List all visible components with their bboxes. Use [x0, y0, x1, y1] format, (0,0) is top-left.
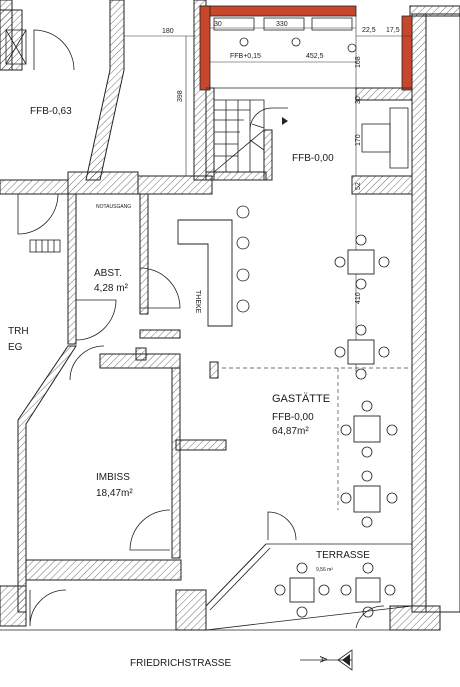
wall-bottom-left: [0, 585, 27, 627]
label-gastaette-area: 64,87m²: [272, 426, 309, 437]
section-marker-label: A: [317, 656, 328, 663]
label-eg: EG: [8, 342, 23, 353]
new-wall: [199, 5, 413, 91]
dimensions: 180 398 30 330 FFB+0,15 452,5 168 22,5 1…: [124, 16, 412, 372]
section-marker: A: [300, 649, 353, 671]
label-abst-area: 4,28 m²: [94, 283, 129, 294]
table-4: [353, 485, 381, 513]
wall-terrasse-bottom: [175, 589, 207, 631]
dashed-lines: [222, 367, 412, 510]
table-2: [347, 339, 375, 365]
wall-bottom-right-stub: [389, 605, 441, 631]
fixtures: [5, 17, 409, 618]
label-terrasse-area: 9,56 m²: [316, 567, 333, 573]
stair-arrow: [282, 117, 288, 125]
wall-small-1: [209, 361, 219, 379]
dim-30-top: 30: [214, 21, 222, 28]
wall-right-edge: [425, 13, 460, 613]
dim-30-side: 30: [355, 96, 362, 104]
dim-170: 170: [355, 134, 362, 146]
wall-right-outer: [411, 13, 427, 613]
label-theke: THEKE: [194, 290, 201, 314]
dim-175: 17,5: [386, 27, 400, 34]
label-imbiss: IMBISS: [96, 472, 130, 483]
wall-horizontal-middle: [0, 179, 69, 195]
dim-225: 22,5: [362, 27, 376, 34]
dim-52: 52: [355, 182, 362, 190]
dim-168: 168: [355, 56, 362, 68]
label-imbiss-area: 18,47m²: [96, 488, 133, 499]
dim-410: 410: [355, 292, 362, 304]
wall-abst-right: [139, 193, 149, 315]
red-wall-right: [401, 15, 413, 91]
table-terrasse-1: [289, 577, 315, 603]
wall-right-corner-top: [409, 5, 460, 17]
dim-ffb-015: FFB+0,15: [230, 53, 261, 60]
red-wall-top: [199, 5, 357, 17]
wall-gastaette-pier: [175, 439, 227, 451]
label-ffb-top-left: FFB-0,63: [30, 106, 72, 117]
wall-horizontal-right: [351, 175, 413, 195]
table-terrasse-2: [355, 577, 381, 603]
table-3: [353, 415, 381, 443]
label-gastaette: GASTÄTTE: [272, 393, 330, 405]
labels: FFB-0,63 NOTAUSGANG ABST. 4,28 m² TRH EG…: [8, 106, 370, 669]
wall-horizontal-middle-3: [137, 175, 213, 195]
wall-abst-bottom: [139, 329, 181, 339]
wall-top-left-column: [0, 9, 23, 71]
staircase: [213, 99, 288, 173]
wall-horizontal-middle-2: [67, 171, 139, 195]
wall-diagonal-left: [85, 0, 125, 181]
label-street: FRIEDRICHSTRASSE: [130, 658, 231, 669]
theke-counter: [177, 219, 233, 327]
wall-stair-bottom: [205, 171, 267, 181]
dim-4525: 452,5: [306, 53, 324, 60]
label-gastaette-ffb: FFB-0,00: [272, 412, 314, 423]
walls: [0, 0, 460, 631]
label-abst-name: ABST.: [94, 268, 122, 279]
label-terrasse: TERRASSE: [316, 550, 370, 561]
wall-abst-left: [67, 193, 77, 345]
red-wall-left: [199, 5, 211, 91]
label-trh: TRH: [8, 326, 29, 337]
doors: [17, 29, 385, 629]
table-1: [347, 249, 375, 275]
label-ffb-stair: FFB-0,00: [292, 153, 334, 164]
wall-small-2: [135, 347, 147, 361]
wall-imbiss-right: [171, 367, 181, 559]
terrasse-boundary: [0, 543, 413, 631]
wall-stair-right: [263, 129, 273, 181]
dim-330: 330: [276, 21, 288, 28]
dim-398: 398: [177, 90, 184, 102]
label-notausgang: NOTAUSGANG: [96, 204, 131, 210]
dim-180: 180: [162, 28, 174, 35]
wall-stair-left: [205, 87, 215, 181]
wall-imbiss-bottom: [25, 559, 182, 581]
